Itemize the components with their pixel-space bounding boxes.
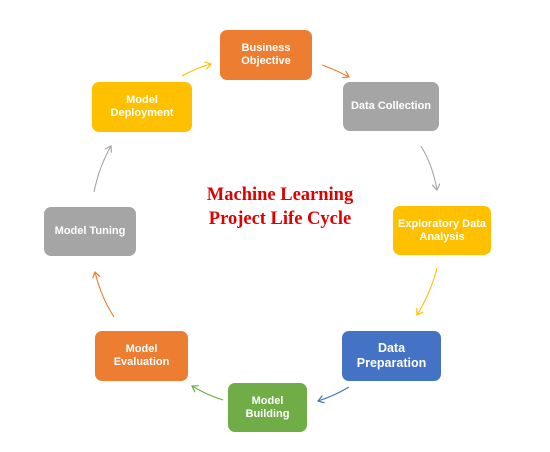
- node-exploratory-data-analysis: Exploratory Data Analysis: [393, 206, 491, 255]
- arrow-eda-to-prep: [417, 267, 438, 315]
- title-line-2: Project Life Cycle: [208, 209, 352, 229]
- arrow-evaluation-to-tuning: [95, 272, 115, 318]
- node-data-collection: Data Collection: [343, 82, 439, 131]
- arrow-building-to-evaluation: [192, 386, 224, 401]
- arrow-collection-to-eda: [420, 145, 437, 190]
- arrow-prep-to-building: [318, 386, 350, 401]
- arrow-deployment-to-business: [181, 64, 211, 77]
- title-line-1: Machine Learning: [206, 185, 354, 205]
- node-model-building: Model Building: [228, 383, 307, 432]
- node-model-evaluation: Model Evaluation: [95, 331, 188, 381]
- node-business-objective: Business Objective: [220, 30, 312, 80]
- node-model-deployment: Model Deployment: [92, 82, 192, 132]
- node-data-preparation: Data Preparation: [342, 331, 441, 381]
- arrow-business-to-collection: [321, 64, 349, 77]
- arrow-tuning-to-deployment: [93, 146, 111, 193]
- diagram-title: Machine Learning Project Life Cycle: [160, 183, 400, 231]
- node-model-tuning: Model Tuning: [44, 207, 136, 256]
